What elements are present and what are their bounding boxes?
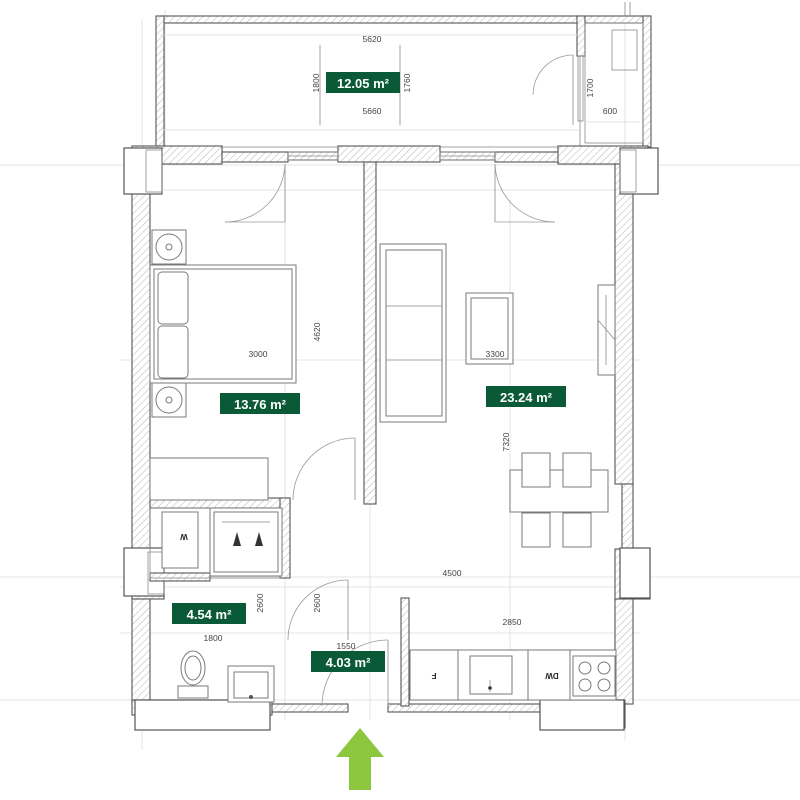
windows bbox=[287, 151, 496, 161]
dim-bath-height-right: 2600 bbox=[312, 593, 322, 612]
dim-bedroom-width: 3000 bbox=[249, 349, 268, 359]
dim-balcony-top: 5620 bbox=[363, 34, 382, 44]
living-furniture bbox=[379, 243, 616, 548]
area-bathroom: 4.54 m² bbox=[187, 607, 232, 622]
area-badge-living: 23.24 m² bbox=[486, 386, 566, 407]
washer-label: W bbox=[180, 532, 188, 541]
area-balcony: 12.05 m² bbox=[337, 76, 390, 91]
area-badge-hall: 4.03 m² bbox=[311, 651, 385, 672]
area-badge-bathroom: 4.54 m² bbox=[172, 603, 246, 624]
dim-balcony-right: 1760 bbox=[402, 73, 412, 92]
dim-apartment-width: 4500 bbox=[443, 568, 462, 578]
area-living: 23.24 m² bbox=[500, 390, 553, 405]
area-badge-balcony: 12.05 m² bbox=[326, 72, 400, 93]
dim-balcony-side-height: 1700 bbox=[585, 78, 595, 97]
dim-hall-width: 1550 bbox=[337, 641, 356, 651]
entrance-arrow-icon bbox=[336, 728, 384, 790]
dim-kitchen-width: 2850 bbox=[503, 617, 522, 627]
dim-bath-width: 1800 bbox=[204, 633, 223, 643]
bathroom-fixtures bbox=[149, 507, 283, 703]
bedroom-furniture bbox=[149, 229, 297, 501]
walls bbox=[123, 145, 659, 731]
dim-bath-height-left: 2600 bbox=[255, 593, 265, 612]
dim-living-width: 3300 bbox=[486, 349, 505, 359]
area-bedroom: 13.76 m² bbox=[234, 397, 287, 412]
dim-balcony-bottom: 5660 bbox=[363, 106, 382, 116]
dim-living-height: 7320 bbox=[501, 432, 511, 451]
area-hall: 4.03 m² bbox=[326, 655, 371, 670]
area-badge-bedroom: 13.76 m² bbox=[220, 393, 300, 414]
fridge-label: F bbox=[431, 671, 436, 680]
dim-balcony-left: 1800 bbox=[311, 73, 321, 92]
dim-bedroom-height: 4620 bbox=[312, 322, 322, 341]
dim-balcony-side-width: 600 bbox=[603, 106, 617, 116]
kitchen bbox=[409, 649, 617, 701]
dishwasher-label: DW bbox=[545, 671, 559, 680]
